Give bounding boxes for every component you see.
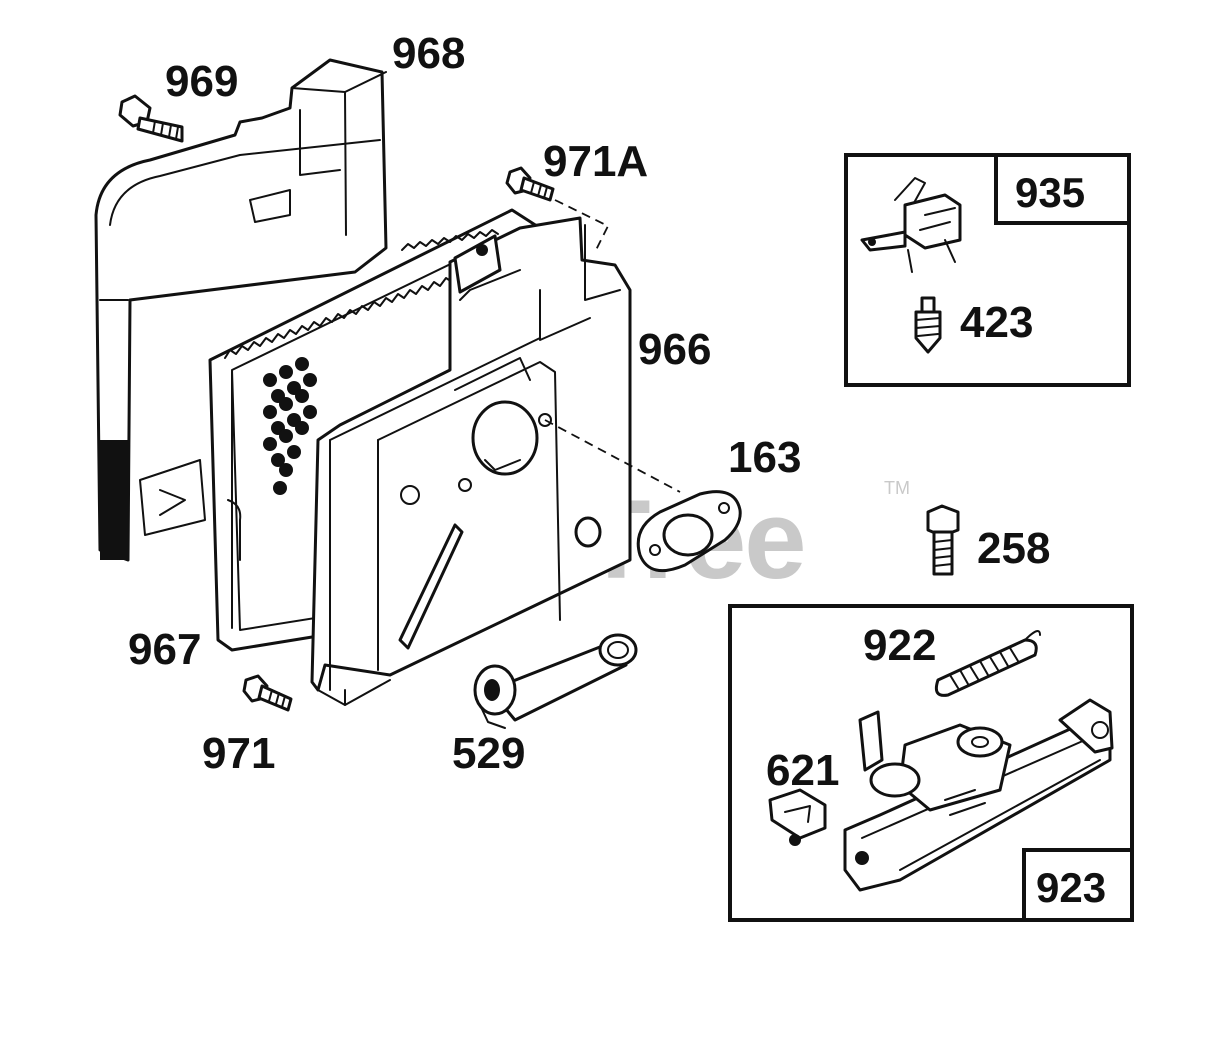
part-258-bolt[interactable]	[926, 504, 960, 576]
part-971-screw[interactable]	[242, 674, 293, 712]
watermark-trademark: TM	[884, 478, 910, 498]
label-967: 967	[128, 625, 201, 674]
label-922: 922	[863, 621, 936, 670]
label-621: 621	[766, 746, 839, 795]
label-kit-923: 923	[1036, 864, 1106, 911]
label-kit-935: 935	[1015, 169, 1085, 216]
part-969-bolt[interactable]	[118, 94, 184, 143]
label-163: 163	[728, 433, 801, 482]
part-971a-screw[interactable]	[505, 166, 555, 202]
label-968: 968	[392, 29, 465, 78]
part-968-air-cleaner-cover[interactable]	[94, 58, 388, 562]
part-621-lever[interactable]	[768, 788, 827, 846]
part-966-base-plate[interactable]	[310, 216, 632, 706]
label-258: 258	[977, 524, 1050, 573]
part-163-gasket[interactable]	[636, 490, 742, 573]
label-971a: 971A	[543, 137, 648, 186]
part-529-breather-tube[interactable]	[473, 633, 638, 729]
part-423-screw[interactable]	[914, 296, 942, 354]
kit-935-box[interactable]	[844, 153, 1131, 387]
label-966: 966	[638, 325, 711, 374]
kit-923-box[interactable]	[728, 604, 1134, 922]
leader-lines	[544, 199, 681, 493]
label-969: 969	[165, 57, 238, 106]
label-971: 971	[202, 729, 275, 778]
label-423: 423	[960, 298, 1033, 347]
kit-923-control-bracket-drawing	[843, 698, 1114, 892]
kit-935-bracket-drawing	[860, 177, 962, 273]
label-529: 529	[452, 729, 525, 778]
part-922-spring[interactable]	[934, 630, 1041, 697]
filter-mesh-pattern	[263, 357, 317, 495]
